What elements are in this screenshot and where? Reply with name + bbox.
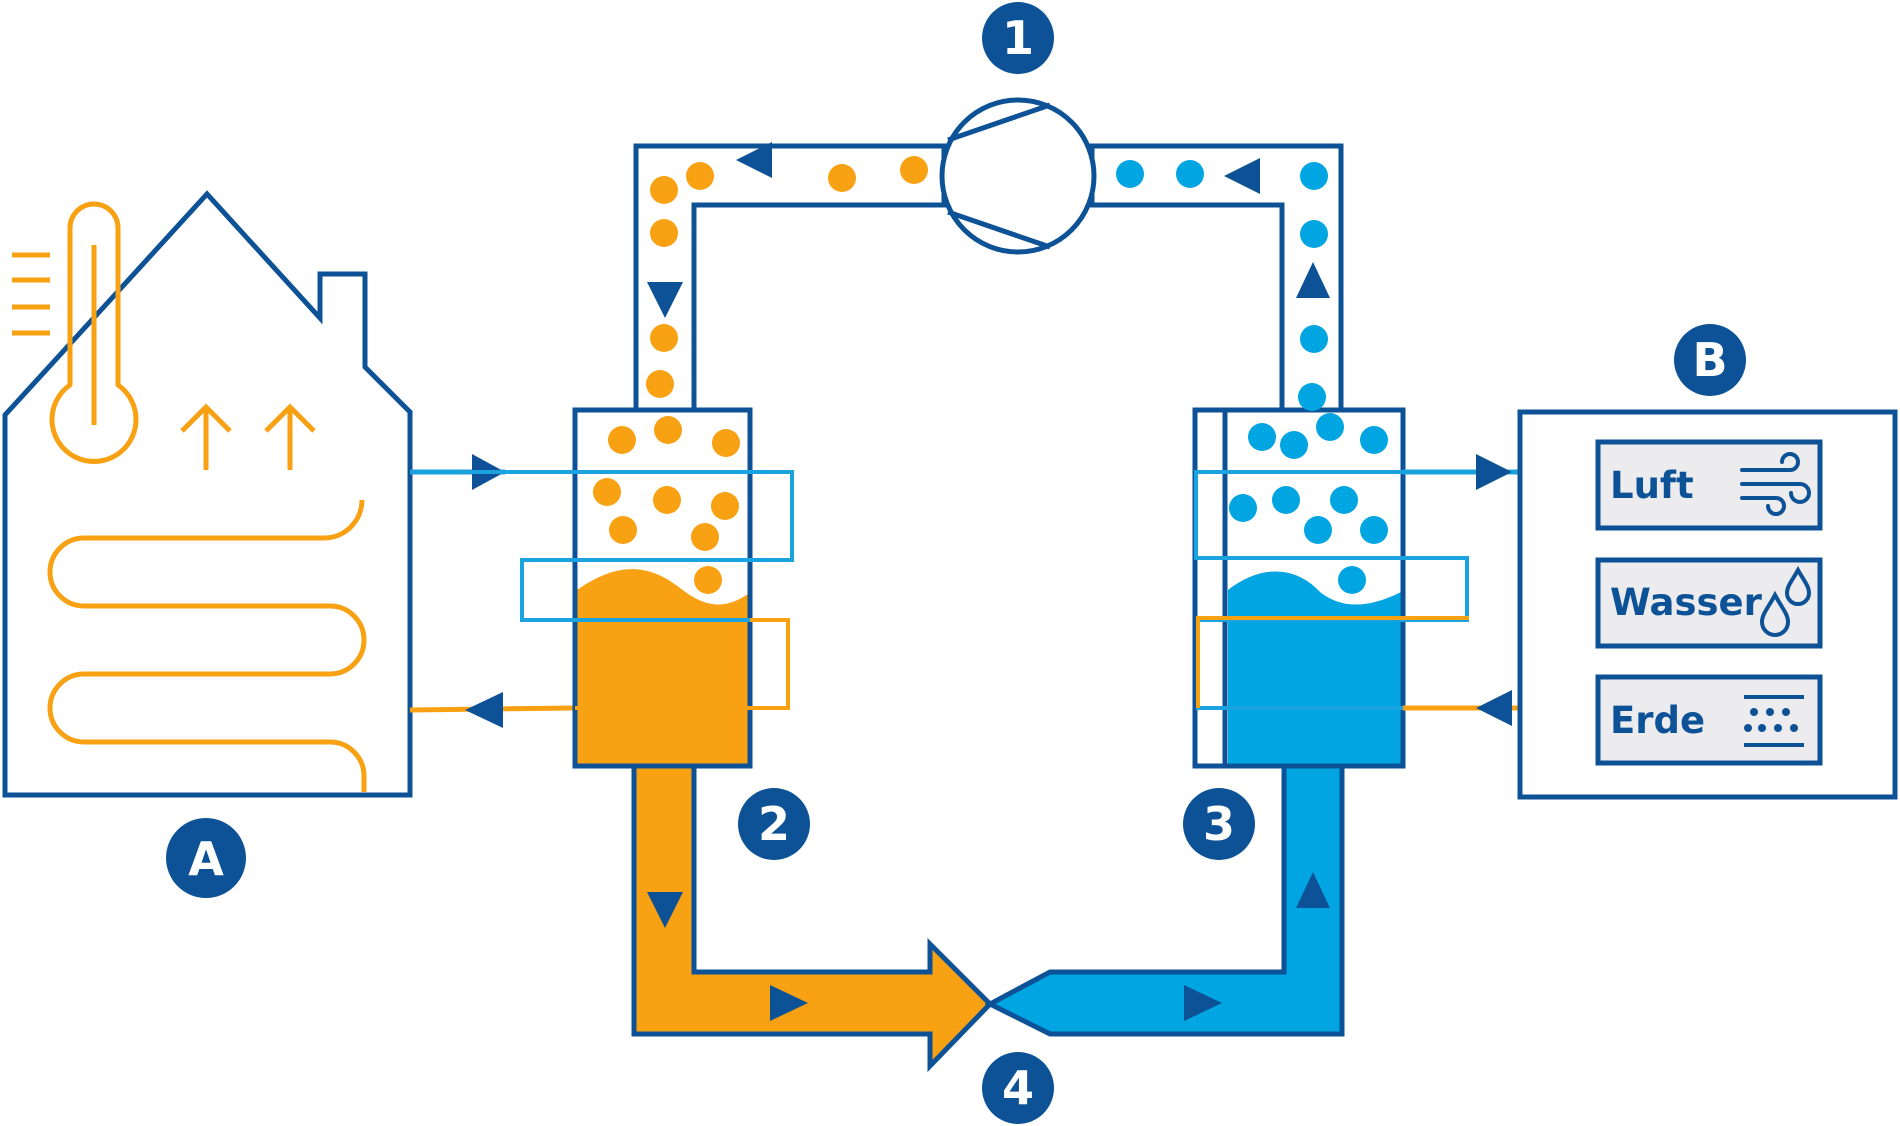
cold-vapour-dot	[1304, 516, 1332, 544]
hot-vapour-dot	[686, 162, 714, 190]
hot-vapour-dot	[712, 429, 740, 457]
flow-arrow-cold-up	[1296, 262, 1330, 298]
source-supply-line	[1403, 454, 1520, 490]
source-luft: Luft	[1595, 439, 1823, 531]
badge-expansion-valve: 4	[982, 1052, 1054, 1124]
condenser-liquid	[577, 569, 748, 764]
flow-arrow-cold-liquid-up	[1296, 872, 1330, 908]
flow-arrow-cold-top	[1224, 158, 1260, 194]
wind-icon	[1740, 452, 1811, 516]
cold-vapour-dot	[1116, 160, 1144, 188]
house-return-line	[409, 692, 576, 728]
badge-house-label: A	[188, 832, 224, 886]
cold-vapour-dot	[1248, 423, 1276, 451]
hot-vapour-dot	[608, 426, 636, 454]
thermometer-icon	[49, 201, 139, 464]
flow-arrow-hot-liquid-right	[770, 985, 808, 1021]
cold-vapour-dot	[1316, 413, 1344, 441]
soil-icon	[1744, 695, 1804, 747]
hot-vapour-dot	[691, 523, 719, 551]
house-icon	[2, 190, 413, 798]
cold-vapour-dot	[1360, 516, 1388, 544]
source-wasser: Wasser	[1595, 557, 1823, 649]
cold-vapour-dot	[1300, 162, 1328, 190]
badge-condenser: 2	[738, 788, 810, 860]
badge-evaporator: 3	[1183, 788, 1255, 860]
source-label-erde: Erde	[1610, 699, 1705, 742]
flow-arrow-hot-down	[647, 282, 683, 318]
flow-arrow-cold-liquid-right	[1184, 985, 1222, 1021]
source-label-wasser: Wasser	[1610, 581, 1763, 624]
cold-vapour-dot	[1176, 160, 1204, 188]
badge-condenser-label: 2	[758, 797, 790, 851]
water-drops-icon	[1759, 565, 1812, 637]
source-label-luft: Luft	[1610, 464, 1694, 507]
badge-evaporator-label: 3	[1203, 797, 1235, 851]
cold-vapour-dot	[1300, 325, 1328, 353]
flow-arrows	[647, 142, 1330, 1021]
badge-source: B	[1674, 324, 1746, 396]
hot-vapour-dot	[650, 324, 678, 352]
floor-heating-coil-icon	[47, 499, 367, 792]
cold-vapour-dot	[1330, 486, 1358, 514]
hot-vapour-dot	[653, 486, 681, 514]
cold-vapour-dots	[1116, 160, 1388, 594]
source-erde: Erde	[1595, 674, 1823, 766]
hot-vapour-dot	[609, 516, 637, 544]
badge-house: A	[166, 818, 246, 898]
source-return-line	[1403, 690, 1520, 726]
compressor-icon	[939, 97, 1097, 255]
hot-vapour-dots	[593, 156, 928, 594]
hot-vapour-dot	[828, 164, 856, 192]
hot-vapour-dot	[900, 156, 928, 184]
flow-arrow-hot-top	[736, 142, 772, 178]
flow-arrow-hot-liquid-down	[647, 892, 683, 928]
hot-vapour-dot	[694, 566, 722, 594]
cold-vapour-dot	[1272, 486, 1300, 514]
hot-vapour-dot	[654, 416, 682, 444]
house-outline	[2, 190, 413, 798]
heat-radiation-lines	[12, 252, 50, 336]
hot-vapour-dot	[711, 492, 739, 520]
badge-expansion-valve-label: 4	[1002, 1061, 1034, 1115]
badge-compressor: 1	[982, 2, 1054, 74]
cold-vapour-dot	[1338, 566, 1366, 594]
arrow-up-icon	[180, 403, 316, 470]
hot-vapour-dot	[650, 176, 678, 204]
cold-vapour-dot	[1280, 431, 1308, 459]
cold-vapour-dot	[1229, 494, 1257, 522]
condenser-coil	[410, 470, 794, 710]
cold-vapour-dot	[1360, 426, 1388, 454]
hot-vapour-dot	[646, 370, 674, 398]
hot-vapour-dot	[650, 219, 678, 247]
hot-vapour-dot	[593, 478, 621, 506]
cold-liquid-pipe	[984, 761, 1345, 1037]
badge-source-label: B	[1692, 333, 1727, 387]
cold-vapour-dot	[1298, 383, 1326, 411]
evaporator-coil	[1194, 470, 1520, 710]
hot-liquid-pipe	[631, 761, 994, 1073]
badge-compressor-label: 1	[1002, 11, 1034, 65]
cold-vapour-dot	[1300, 220, 1328, 248]
hot-gas-pipe	[633, 143, 947, 413]
